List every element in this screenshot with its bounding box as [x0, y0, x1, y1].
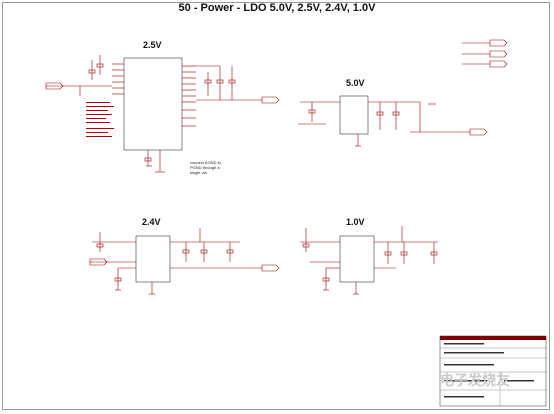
ldo-5v0-block [298, 95, 470, 146]
ldo-1v0-block [300, 226, 438, 294]
watermark-logo: 电子发烧友 [440, 372, 510, 388]
sheet-border [2, 2, 550, 410]
note-line-3: single via [190, 170, 207, 175]
note-line-1: connect AGND to [190, 160, 222, 165]
ldo-2v5-block [46, 55, 262, 172]
ldo-2v5-ic [123, 57, 183, 151]
section-label-5v0: 5.0V [346, 78, 365, 88]
section-label-1v0: 1.0V [346, 217, 365, 227]
note-line-2: PGND through a [190, 165, 220, 170]
net-flag-2v4-out [261, 264, 280, 272]
section-label-2v4: 2.4V [142, 217, 161, 227]
ldo-2v5-notes [86, 102, 114, 137]
title-block [439, 335, 547, 407]
net-flag-2v4-in [89, 258, 108, 266]
offsheet-connectors [462, 39, 508, 68]
ground-symbols [115, 145, 361, 295]
ldo-2v4-block [90, 228, 262, 294]
net-flag-2v5-in [45, 82, 64, 90]
net-flag-5v0-out [469, 128, 488, 136]
sheet-title: 50 - Power - LDO 5.0V, 2.5V, 2.4V, 1.0V [178, 2, 376, 14]
section-label-2v5: 2.5V [143, 40, 162, 50]
net-flag-2v5-out [261, 96, 280, 104]
